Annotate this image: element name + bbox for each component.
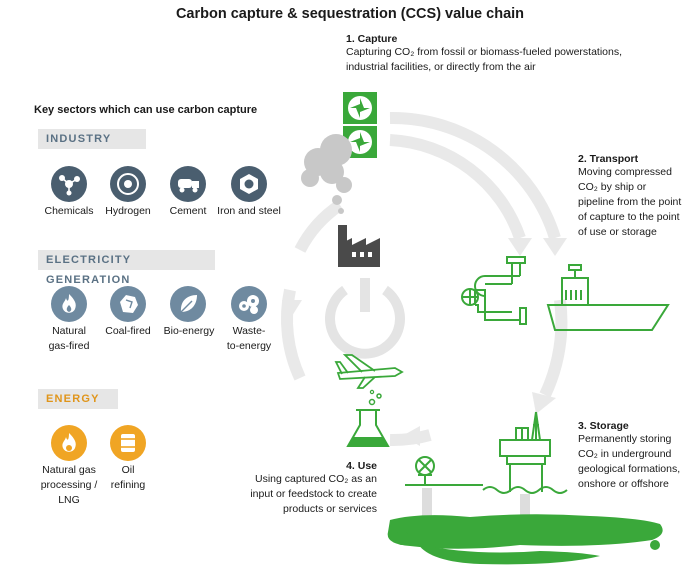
gas-flame-icon xyxy=(51,425,87,461)
energy-band: ENERGY xyxy=(38,389,118,409)
transport-line-3: pipeline from the point xyxy=(578,196,682,208)
coal-fired-label: Coal-fired xyxy=(105,325,151,337)
cement-truck-icon xyxy=(170,166,206,202)
natural-gas-lng-label: Natural gas processing / LNG xyxy=(36,463,102,508)
pipeline-icon xyxy=(461,256,527,325)
storage-line-2: CO₂ in underground xyxy=(578,448,672,460)
capture-line-1: Capturing CO₂ from fossil or biomass-fue… xyxy=(346,46,623,58)
capture-line-2: industrial facilities, or directly from … xyxy=(346,61,536,73)
use-title: 4. Use xyxy=(346,460,377,472)
use-step: 4. Use Using captured CO₂ as an input or… xyxy=(222,460,377,517)
natural-gas-fired-line-1: Natural xyxy=(52,325,86,337)
storage-step: 3. Storage Permanently storing CO₂ in un… xyxy=(578,420,693,492)
cycle-arrowheads xyxy=(282,238,567,446)
flame-icon xyxy=(51,286,87,322)
hydrogen-icon xyxy=(110,166,146,202)
transport-line-1: Moving compressed xyxy=(578,166,672,178)
iron-steel-label: Iron and steel xyxy=(217,205,281,217)
oil-barrel-icon xyxy=(110,425,146,461)
smoke-icon xyxy=(301,134,352,214)
fan-icon xyxy=(343,92,377,158)
use-line-1: Using captured CO₂ as an xyxy=(255,473,377,485)
valve-icon xyxy=(405,456,483,486)
use-line-2: input or feedstock to create xyxy=(250,488,377,500)
storage-line-1: Permanently storing xyxy=(578,433,672,445)
diagram-title: Carbon capture & sequestration (CCS) val… xyxy=(175,6,525,22)
waste-to-energy-label: Waste- to-energy xyxy=(216,324,282,354)
factory-icon xyxy=(338,225,380,267)
waste-to-energy-line-2: to-energy xyxy=(226,340,272,352)
natural-gas-lng-line-3: LNG xyxy=(58,494,80,506)
storage-title: 3. Storage xyxy=(578,420,629,432)
leaf-icon xyxy=(170,286,206,322)
waste-to-energy-line-1: Waste- xyxy=(232,325,266,337)
bolt-nut-icon xyxy=(231,166,267,202)
chemicals-label: Chemicals xyxy=(44,205,94,217)
natural-gas-lng-line-1: Natural gas xyxy=(42,464,96,476)
plane-icon xyxy=(334,354,404,389)
oil-refining-label: Oil refining xyxy=(100,463,156,493)
use-line-3: products or services xyxy=(283,503,377,515)
waste-icon xyxy=(231,286,267,322)
transport-line-2: CO₂ by ship or xyxy=(578,181,647,193)
transport-line-4: of capture to the point xyxy=(578,211,680,223)
electricity-band: ELECTRICITY GENERATION xyxy=(38,250,215,286)
oil-refining-line-1: Oil xyxy=(121,464,135,476)
bio-energy-label: Bio-energy xyxy=(163,325,215,337)
transport-title: 2. Transport xyxy=(578,153,639,165)
cement-label: Cement xyxy=(169,205,207,217)
oil-refining-line-2: refining xyxy=(110,479,146,491)
underground-storage-icon xyxy=(387,488,663,565)
offshore-platform-icon xyxy=(482,411,568,494)
hydrogen-label: Hydrogen xyxy=(105,205,151,217)
sectors-heading: Key sectors which can use carbon capture xyxy=(34,104,258,116)
transport-step: 2. Transport Moving compressed CO₂ by sh… xyxy=(578,153,693,240)
coal-icon xyxy=(110,286,146,322)
storage-line-4: onshore or offshore xyxy=(578,478,669,490)
natural-gas-fired-label: Natural gas-fired xyxy=(40,324,98,354)
capture-title: 1. Capture xyxy=(346,33,398,45)
chemicals-icon xyxy=(51,166,87,202)
industry-band: INDUSTRY xyxy=(38,129,146,149)
power-icon xyxy=(325,278,405,359)
transport-line-5: of use or storage xyxy=(578,226,657,238)
natural-gas-lng-line-2: processing / xyxy=(40,479,98,491)
flask-icon xyxy=(346,389,390,447)
natural-gas-fired-line-2: gas-fired xyxy=(48,340,90,352)
ship-icon xyxy=(546,264,670,331)
capture-step: 1. Capture Capturing CO₂ from fossil or … xyxy=(346,33,646,75)
storage-line-3: geological formations, xyxy=(578,463,681,475)
